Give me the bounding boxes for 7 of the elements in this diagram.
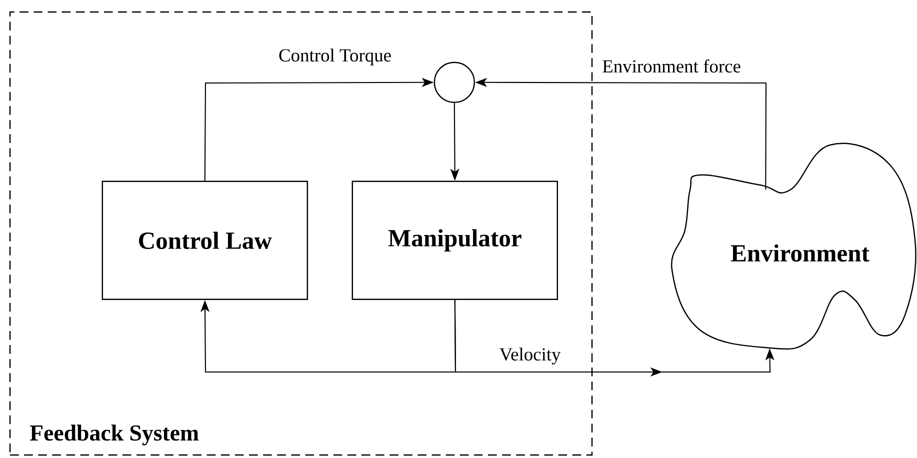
summing-junction: [434, 62, 475, 103]
edge-label: Control Torque: [276, 46, 394, 68]
process-box: Control Law: [102, 180, 308, 300]
arrow: [200, 300, 456, 373]
process-box: Manipulator: [352, 180, 558, 300]
edge-label: Velocity: [498, 346, 562, 366]
edge-label: Environment force: [600, 58, 743, 74]
